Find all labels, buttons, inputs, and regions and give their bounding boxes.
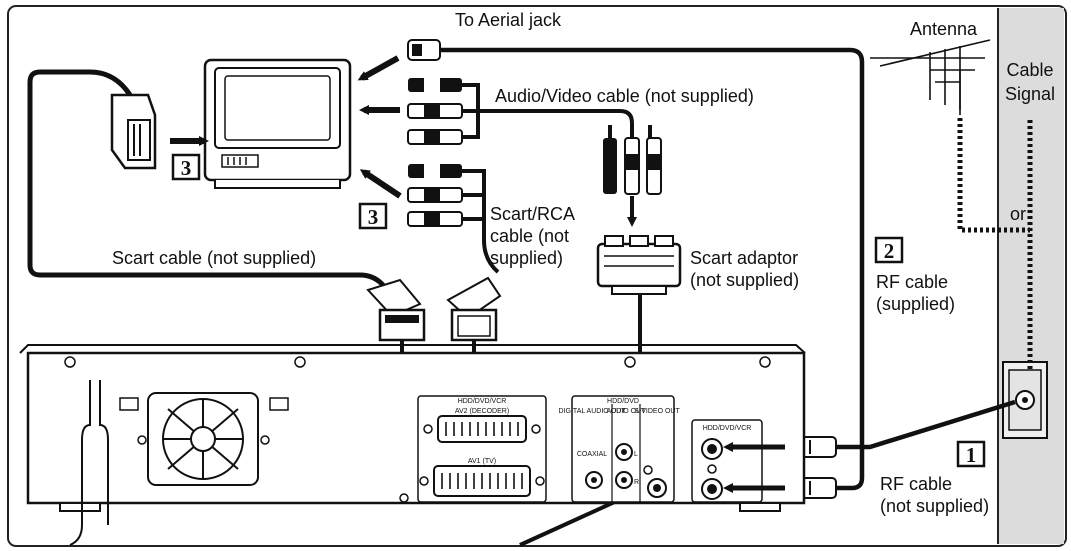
- step-1-number: 1: [966, 443, 977, 467]
- scart-rca-plugs: [407, 164, 463, 227]
- step-3-right-number: 3: [368, 205, 379, 229]
- rf-panel: HDD/DVD/VCR: [691, 419, 763, 503]
- label-scart-adaptor-2: (not supplied): [690, 270, 799, 290]
- label-rf-not-supplied-2: (not supplied): [880, 496, 989, 516]
- scart-cable: [27, 69, 391, 294]
- adaptor-rca-plugs: [603, 137, 662, 195]
- label-antenna: Antenna: [910, 19, 978, 39]
- label-audio-r: R: [634, 479, 639, 486]
- label-scart-cable: Scart cable (not supplied): [112, 248, 316, 268]
- television: [203, 58, 352, 189]
- label-to-aerial-jack: To Aerial jack: [455, 10, 562, 30]
- scart-rca-cable: [462, 169, 500, 274]
- rf-cable-supplied: [440, 47, 865, 491]
- cooling-fan: [137, 392, 270, 486]
- scart-plug-left: [110, 93, 157, 170]
- scart-plug-b: [446, 276, 502, 342]
- step-3-left-number: 3: [181, 156, 192, 180]
- label-rf-supplied-2: (supplied): [876, 294, 955, 314]
- av-cable-rca-plugs: [407, 78, 463, 145]
- label-av1-tv: AV1 (TV): [468, 458, 496, 465]
- scart-connectors-block: HDD/DVD/VCR AV2 (DECODER) AV1 (TV): [417, 395, 547, 503]
- audio-outputs-block: HDD/DVD DIGITAL AUDIO OUT AUDIO OUT S-VI…: [559, 395, 680, 503]
- label-rf-panel: HDD/DVD/VCR: [703, 425, 752, 432]
- wall-aerial-socket: [1002, 361, 1048, 439]
- label-scart-rca-3: supplied): [490, 248, 563, 268]
- power-cord: [69, 380, 109, 546]
- scart-plug-a: [366, 278, 426, 342]
- step-2-number: 2: [884, 239, 895, 263]
- antenna-icon: [870, 39, 991, 115]
- av-cable: [462, 83, 652, 139]
- label-hdd-dvd-vcr-scart: HDD/DVD/VCR: [458, 398, 507, 405]
- label-scart-rca-1: Scart/RCA: [490, 204, 575, 224]
- label-cable-signal-1: Cable: [1006, 60, 1053, 80]
- scart-adaptor: [596, 235, 682, 295]
- connection-arrows: [170, 55, 402, 199]
- label-or: or: [1010, 204, 1026, 224]
- label-hdd-dvd: HDD/DVD: [607, 398, 639, 405]
- recorder-rear-panel: [19, 344, 806, 512]
- rf-plug-top: [407, 39, 441, 61]
- label-av2-decoder: AV2 (DECODER): [455, 408, 509, 415]
- label-digital-audio-out: DIGITAL AUDIO OUT: [559, 408, 627, 415]
- label-av-cable: Audio/Video cable (not supplied): [495, 86, 754, 106]
- label-audio-l: L: [634, 451, 638, 458]
- label-rf-supplied-1: RF cable: [876, 272, 948, 292]
- step-badge-3-left: 3: [171, 153, 201, 181]
- label-audio-out: AUDIO OUT: [607, 408, 647, 415]
- step-badge-2: 2: [874, 236, 904, 264]
- label-scart-adaptor-1: Scart adaptor: [690, 248, 798, 268]
- step-badge-1: 1: [956, 440, 986, 468]
- label-s-video-out: S-VIDEO OUT: [634, 408, 680, 415]
- antenna-signal-line: [957, 118, 1033, 370]
- label-coaxial: COAXIAL: [577, 451, 607, 458]
- label-rf-not-supplied-1: RF cable: [880, 474, 952, 494]
- label-scart-rca-2: cable (not: [490, 226, 569, 246]
- label-cable-signal-2: Signal: [1005, 84, 1055, 104]
- step-badge-3-right: 3: [358, 202, 388, 230]
